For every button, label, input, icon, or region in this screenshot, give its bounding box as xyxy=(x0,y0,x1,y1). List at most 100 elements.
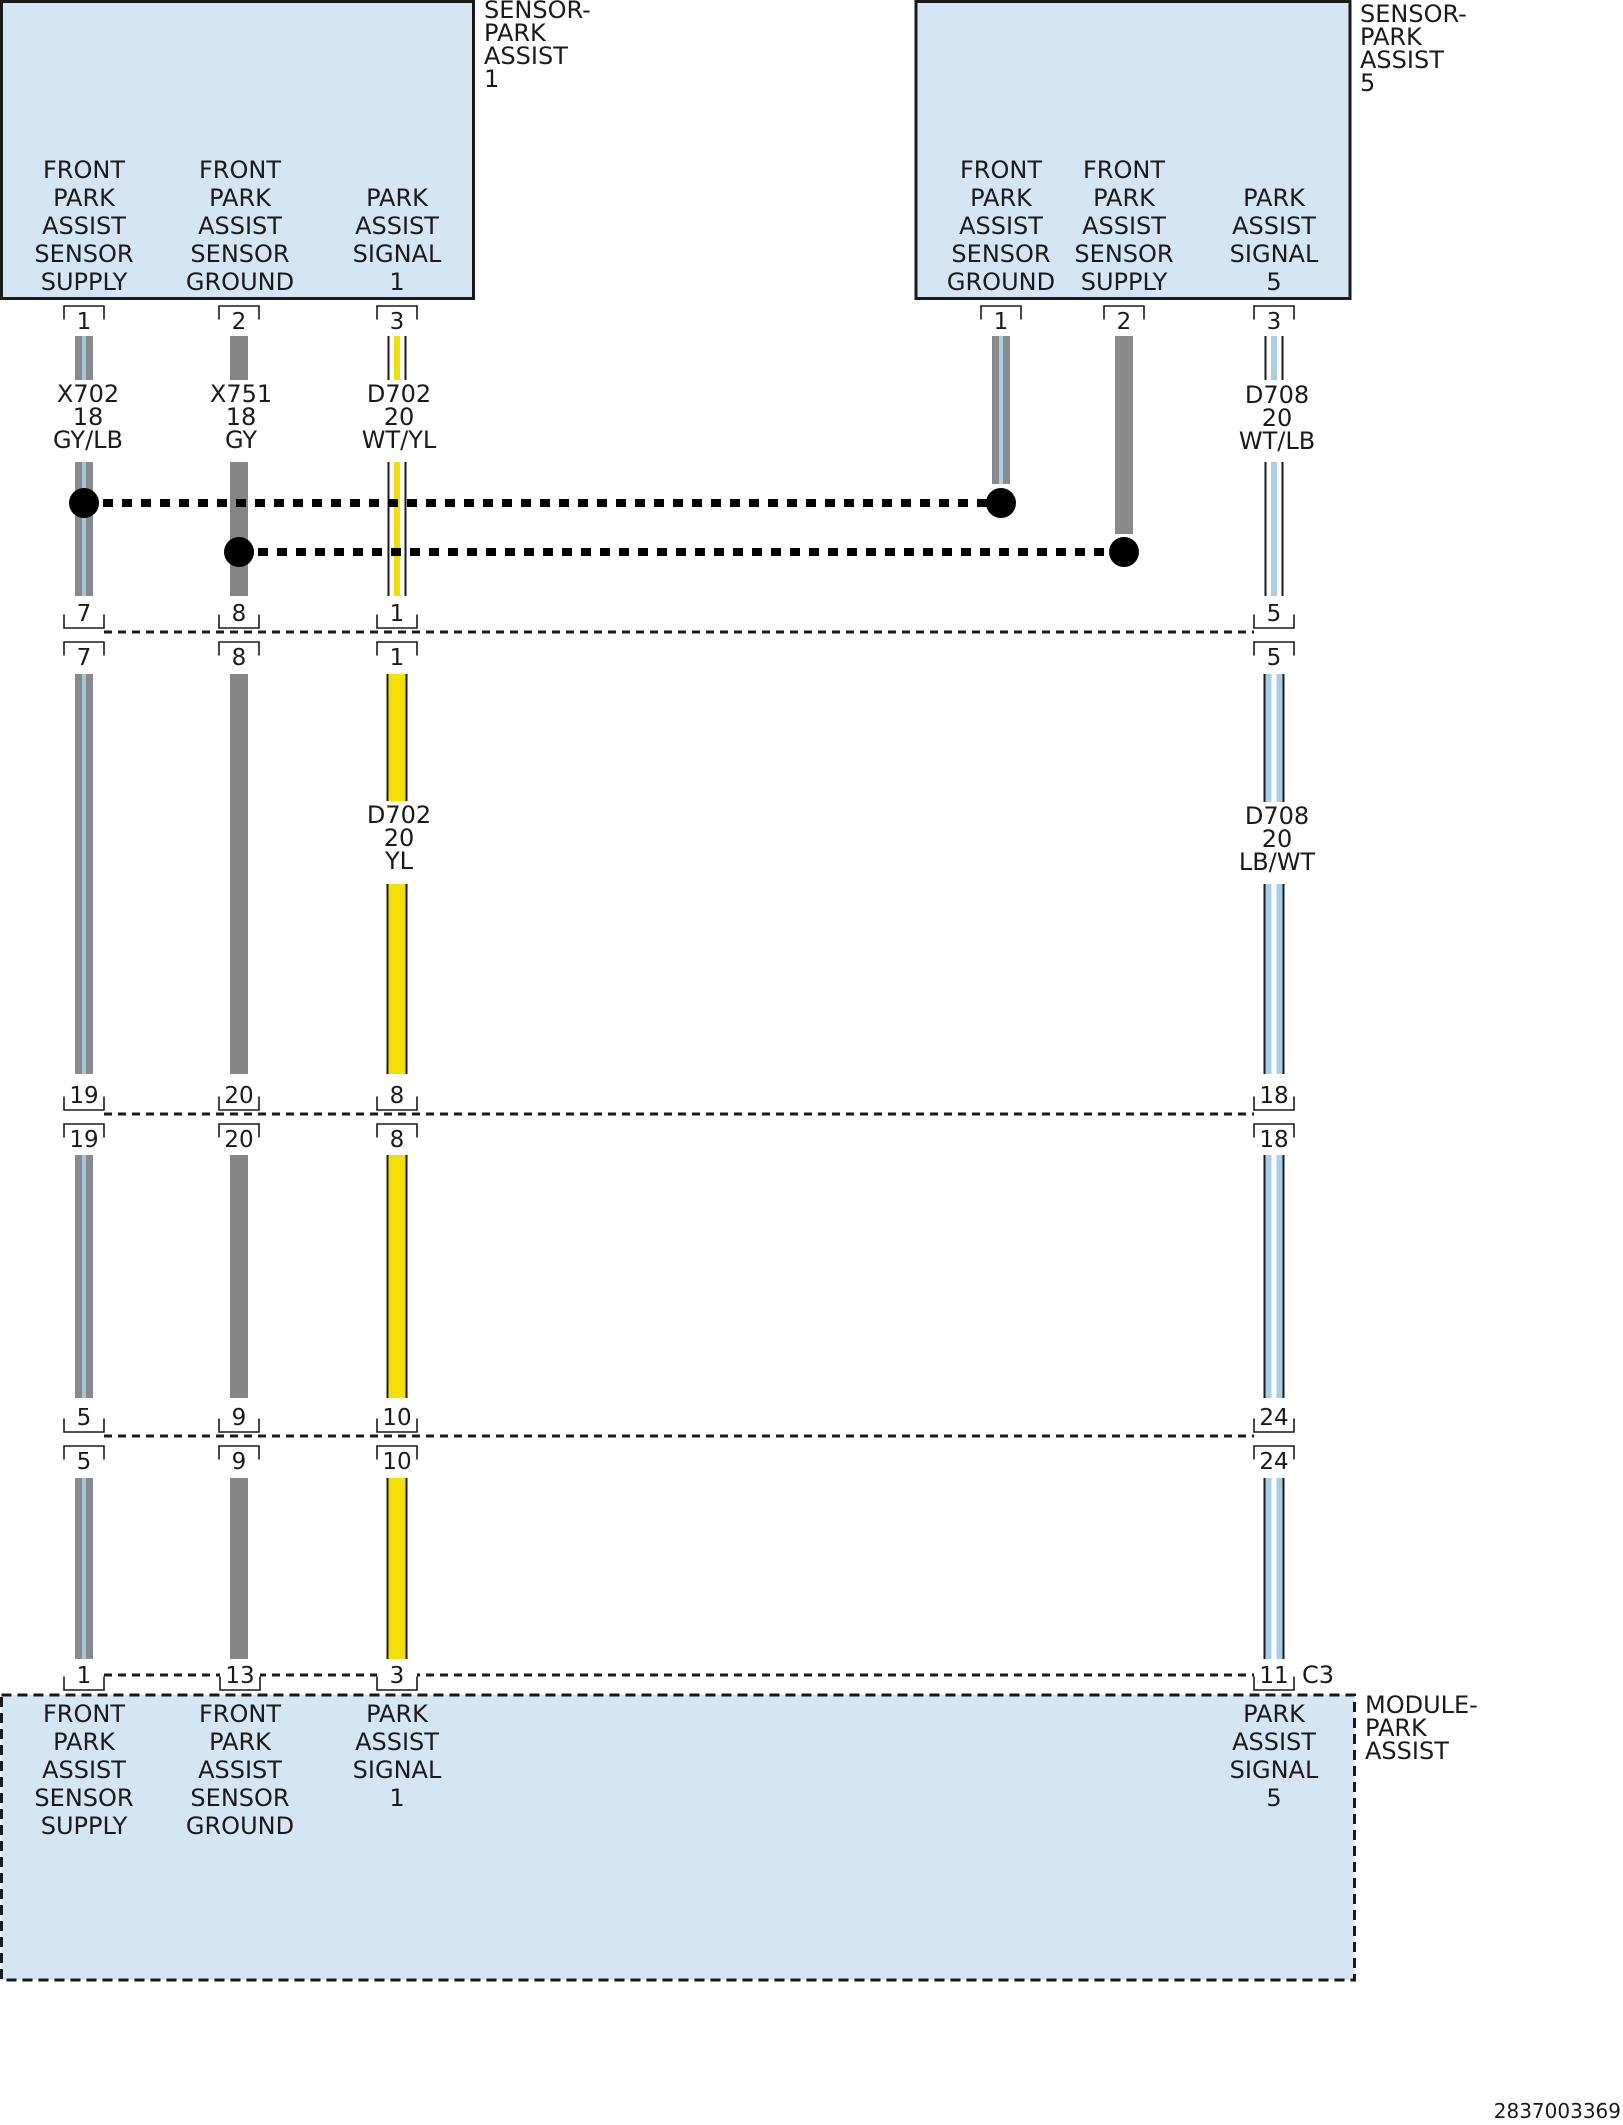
sensor-5-name: 5 xyxy=(1360,69,1375,97)
module-pin-3-function: SIGNAL xyxy=(353,1756,442,1784)
connector-3-supply-female: 5 xyxy=(77,1449,92,1475)
connector-3-signal1-female-outline xyxy=(376,1445,418,1460)
sensor-1-pin-3-outline xyxy=(376,305,418,320)
wire-label-d708-lower: 20 xyxy=(1262,825,1293,853)
sensor-1-pin-3-function: SIGNAL xyxy=(353,240,442,268)
sensor-1-pin-2-outline xyxy=(218,305,260,320)
sensor-1-pin-3-function: 1 xyxy=(389,268,404,296)
wire-label-d702-lower-bg xyxy=(351,801,447,873)
connector-1-signal1-female-bg xyxy=(377,642,417,672)
sensor-5-pin-1-function: FRONT xyxy=(960,156,1042,184)
splice-dot-3 xyxy=(224,537,254,567)
connector-1-supply-female: 7 xyxy=(77,645,92,671)
connector-2-ground-female-outline xyxy=(218,1123,260,1138)
connector-3-supply-female-outline xyxy=(63,1445,105,1460)
module-pin-13: 13 xyxy=(225,1663,254,1689)
wire-label-d702-upper: D702 xyxy=(367,380,431,408)
sensor-1-pin-3: 3 xyxy=(390,309,405,335)
connector-1-supply-male-outline xyxy=(63,614,105,629)
sensor-1-pin-2: 2 xyxy=(232,309,247,335)
connector-2-signal5-female-outline xyxy=(1253,1123,1295,1138)
sensor-1-pin-1-outline xyxy=(63,305,105,320)
module-pin-11: 11 xyxy=(1259,1663,1288,1689)
module-pin-3-function: ASSIST xyxy=(355,1728,439,1756)
connector-3-supply-female-bg xyxy=(64,1446,104,1476)
connector-3-ground-female: 9 xyxy=(232,1449,247,1475)
sensor-5-pin-1-function: ASSIST xyxy=(959,212,1043,240)
connector-2-ground-male-outline xyxy=(218,1096,260,1111)
wire-label-d702-upper: WT/YL xyxy=(362,426,437,454)
module-pin-11-outline xyxy=(1253,1676,1295,1691)
sensor-park-assist-1-box xyxy=(0,0,475,300)
splice-dot-4 xyxy=(1109,537,1139,567)
module-pin-3-function: 1 xyxy=(389,1784,404,1812)
sensor-5-pin-2-outline xyxy=(1103,305,1145,320)
module-pin-13-function: SENSOR xyxy=(190,1784,289,1812)
connector-2-signal1-male-bg xyxy=(377,1080,417,1110)
connector-1-signal5-female-outline xyxy=(1253,641,1295,656)
connector-1-signal1-male: 1 xyxy=(390,601,405,627)
sensor-1-pin-1-function: FRONT xyxy=(43,156,125,184)
connector-2-ground-female-bg xyxy=(219,1124,259,1154)
connector-3-ground-male-bg xyxy=(219,1402,259,1432)
connector-2-supply-female-outline xyxy=(63,1123,105,1138)
connector-3-signal5-male-outline xyxy=(1253,1418,1295,1433)
connector-3-signal1-female: 10 xyxy=(382,1449,411,1475)
module-pin-3-outline xyxy=(376,1676,418,1691)
module-pin-13-function: FRONT xyxy=(199,1700,281,1728)
connector-2-signal5-male-bg xyxy=(1254,1080,1294,1110)
module-pin-13-function: GROUND xyxy=(186,1812,294,1840)
module-pin-11-function: 5 xyxy=(1266,1784,1281,1812)
connector-2-signal5-male: 18 xyxy=(1259,1083,1288,1109)
module-pin-11-function: PARK xyxy=(1243,1700,1306,1728)
sensor-1-name: ASSIST xyxy=(484,42,568,70)
sensor-5-name: ASSIST xyxy=(1360,46,1444,74)
connector-1-signal1-male-bg xyxy=(377,598,417,628)
connector-3-ground-male: 9 xyxy=(232,1405,247,1431)
sensor-1-pin-1-function: SUPPLY xyxy=(41,268,128,296)
splice-dot-1 xyxy=(69,488,99,518)
sensor-5-pin-2-bg xyxy=(1104,306,1144,336)
wire-label-d702-lower: YL xyxy=(384,847,414,875)
sensor-1-pin-1-bg xyxy=(64,306,104,336)
sensor-1-pin-3-function: ASSIST xyxy=(355,212,439,240)
splice-dot-2 xyxy=(986,488,1016,518)
sensor-1-pin-2-function: PARK xyxy=(209,184,272,212)
connector-1-signal1-male-outline xyxy=(376,614,418,629)
connector-3-ground-female-outline xyxy=(218,1445,260,1460)
wire-label-x751: X751 xyxy=(210,380,272,408)
module-pin-13-bg xyxy=(220,1660,260,1690)
connector-2-signal1-female: 8 xyxy=(390,1127,405,1153)
sensor-1-name: PARK xyxy=(484,19,547,47)
wire-label-d702-lower: 20 xyxy=(384,824,415,852)
wire-label-d702-lower: D702 xyxy=(367,801,431,829)
connector-3-signal5-female-outline xyxy=(1253,1445,1295,1460)
sensor-5-name: PARK xyxy=(1360,23,1423,51)
sensor-5-pin-2-function: ASSIST xyxy=(1082,212,1166,240)
sensor-1-pin-2-function: ASSIST xyxy=(198,212,282,240)
sensor-1-name: SENSOR- xyxy=(484,0,591,24)
connector-2-signal5-female-bg xyxy=(1254,1124,1294,1154)
wire-label-d702-upper: 20 xyxy=(384,403,415,431)
sensor-1-pin-3-function: PARK xyxy=(366,184,429,212)
connector-3-signal1-male-outline xyxy=(376,1418,418,1433)
connector-3-supply-male-outline xyxy=(63,1418,105,1433)
wire-label-d708-upper: 20 xyxy=(1262,404,1293,432)
module-pin-1: 1 xyxy=(77,1663,92,1689)
sensor-5-name: SENSOR- xyxy=(1360,0,1467,28)
sensor-5-pin-1-bg xyxy=(981,306,1021,336)
sensor-5-pin-3-function: 5 xyxy=(1266,268,1281,296)
connector-2-supply-male-outline xyxy=(63,1096,105,1111)
sensor-1-pin-1-function: PARK xyxy=(53,184,116,212)
module-pin-1-function: FRONT xyxy=(43,1700,125,1728)
wire-label-d708-lower: LB/WT xyxy=(1239,848,1316,876)
module-pin-13-outline xyxy=(219,1676,261,1691)
sensor-1-pin-2-bg xyxy=(219,306,259,336)
module-pin-1-function: SENSOR xyxy=(34,1784,133,1812)
connector-3-supply-male-bg xyxy=(64,1402,104,1432)
module-name: ASSIST xyxy=(1365,1737,1449,1765)
connector-3-signal1-male: 10 xyxy=(382,1405,411,1431)
diagram-reference-number: 2837003369 xyxy=(1494,2099,1621,2123)
sensor-5-pin-2: 2 xyxy=(1117,309,1132,335)
connector-2-supply-male-bg xyxy=(64,1080,104,1110)
